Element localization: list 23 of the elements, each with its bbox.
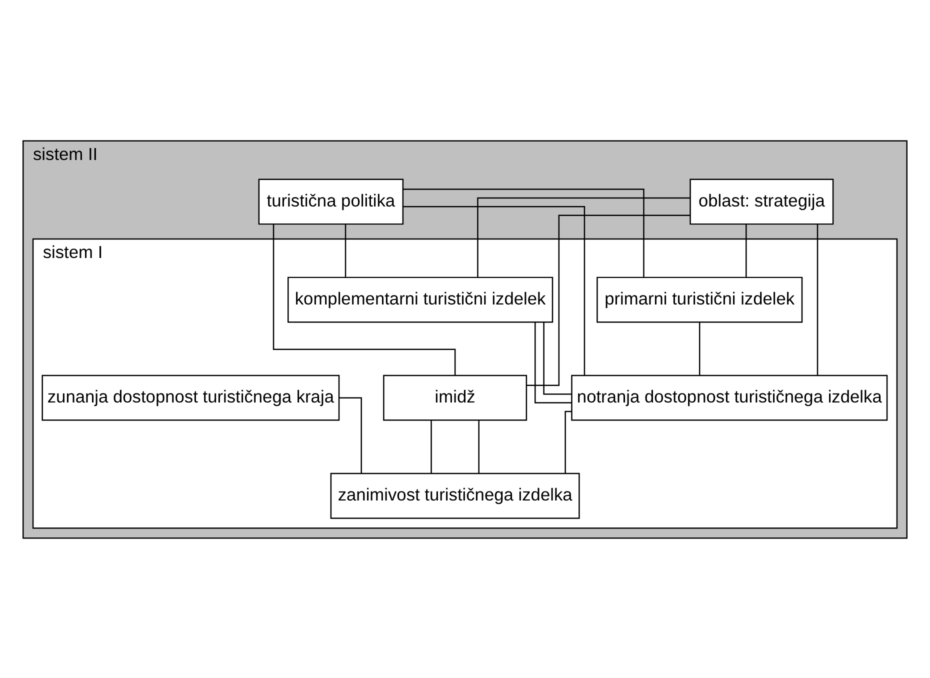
node-box: notranja dostopnost turističnega izdelka xyxy=(571,374,888,420)
connector xyxy=(746,224,747,277)
connector xyxy=(698,322,700,375)
node-box: turistična politika xyxy=(258,178,404,224)
connector xyxy=(543,322,572,394)
connector xyxy=(477,196,690,277)
node-box: imidž xyxy=(383,374,528,420)
node-box: primarni turistični izdelek xyxy=(596,276,803,322)
connector xyxy=(430,420,432,473)
connector xyxy=(339,396,362,473)
connector xyxy=(526,214,690,386)
node-box: zunanja dostopnost turističnega kraja xyxy=(42,374,340,420)
node-box: oblast: strategija xyxy=(690,178,834,224)
connector xyxy=(272,224,456,375)
connector xyxy=(403,206,586,375)
node-box: komplementarni turistični izdelek xyxy=(288,276,554,322)
connector xyxy=(564,410,572,473)
connector xyxy=(816,224,818,374)
connector xyxy=(478,420,480,473)
node-box: zanimivost turističnega izdelka xyxy=(330,472,580,518)
connector xyxy=(403,188,644,277)
connector xyxy=(534,322,572,403)
connector xyxy=(344,224,346,277)
